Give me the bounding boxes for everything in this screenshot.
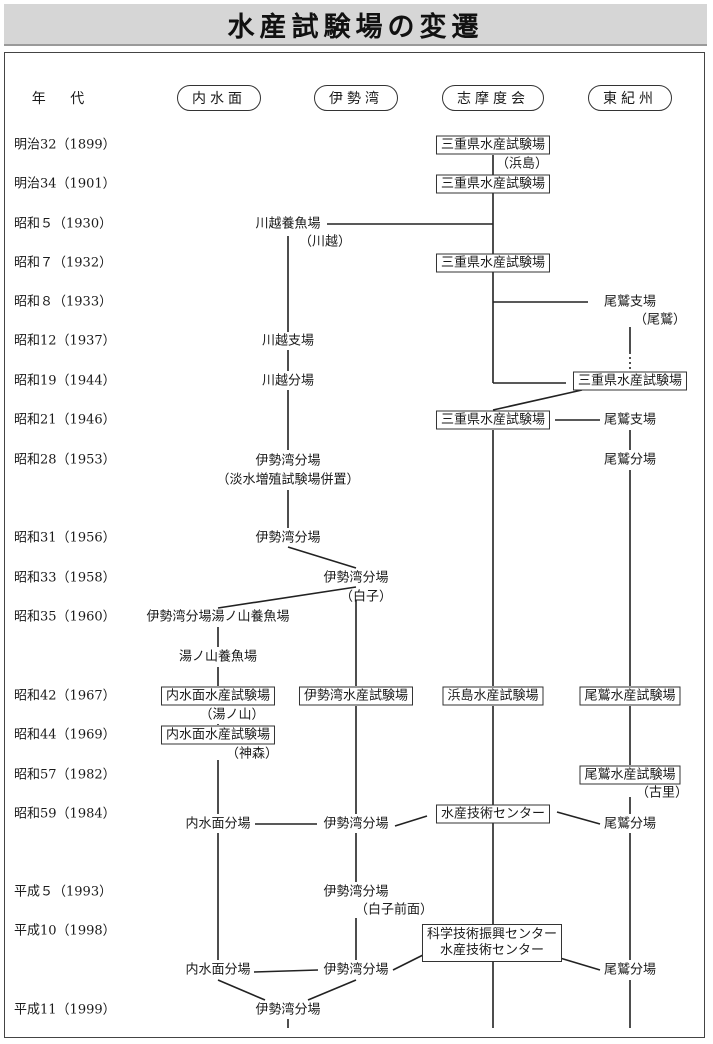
year-label: 明治34（1901） xyxy=(14,176,116,192)
node-ise-1958: 伊勢湾分場 xyxy=(323,570,389,586)
region-header-isewan: 伊勢湾 xyxy=(314,85,398,111)
node-center-1998-line1: 科学技術振興センター xyxy=(426,927,558,942)
node-yunoyama-1960: 伊勢湾分場湯ノ山養魚場 xyxy=(146,609,290,625)
year-label: 昭和19（1944） xyxy=(14,373,116,389)
node-ise-1993: 伊勢湾分場 xyxy=(323,884,389,900)
node-ise-1956: 伊勢湾分場 xyxy=(255,530,321,546)
node-location-note: （古里） xyxy=(635,785,689,801)
year-label: 昭和28（1953） xyxy=(14,452,116,468)
diagram-frame xyxy=(4,52,705,1038)
year-label: 昭和59（1984） xyxy=(14,806,116,822)
node-location-note: （尾鷲） xyxy=(633,312,687,328)
region-header-shima-watarai: 志摩度会 xyxy=(442,85,544,111)
node-ise-1984: 伊勢湾分場 xyxy=(323,816,389,832)
year-label: 昭和５（1930） xyxy=(14,216,113,232)
year-label: 昭和33（1958） xyxy=(14,570,116,586)
year-label: 平成５（1993） xyxy=(14,884,113,900)
line-owase-1944-to-shima-1946 xyxy=(492,389,583,411)
node-shima-1899: 三重県水産試験場 xyxy=(435,135,551,155)
node-owase-1933: 尾鷲支場 xyxy=(603,294,657,310)
node-shima-1932: 三重県水産試験場 xyxy=(435,253,551,273)
node-naisui-1984: 内水面分場 xyxy=(185,816,251,832)
node-center-1984: 水産技術センター xyxy=(435,804,551,824)
year-label: 平成10（1998） xyxy=(14,923,116,939)
node-shima-1901: 三重県水産試験場 xyxy=(435,174,551,194)
year-label: 昭和12（1937） xyxy=(14,333,116,349)
node-location-note: （白子） xyxy=(339,589,393,605)
node-owase-1998: 尾鷲分場 xyxy=(603,962,657,978)
node-kawagoe-1930: 川越養魚場 xyxy=(255,216,321,232)
node-naisui-1969: 内水面水産試験場 xyxy=(160,725,276,745)
year-label: 昭和７（1932） xyxy=(14,255,113,271)
line-ise-1958-split xyxy=(217,586,357,609)
node-location-note: （白子前面） xyxy=(354,902,434,918)
year-label: 昭和42（1967） xyxy=(14,688,116,704)
region-header-naisuimen: 内水面 xyxy=(177,85,261,111)
node-owase-1953: 尾鷲分場 xyxy=(603,452,657,468)
year-label: 昭和８（1933） xyxy=(14,294,113,310)
node-ise-1967: 伊勢湾水産試験場 xyxy=(298,686,414,706)
node-naisui-1998: 内水面分場 xyxy=(185,962,251,978)
node-center-1998-line2: 水産技術センター xyxy=(439,943,545,958)
year-label: 平成11（1999） xyxy=(14,1002,116,1018)
line-center-to-ise-1984 xyxy=(394,815,428,827)
line-ise-1998-to-1999 xyxy=(307,979,357,1001)
node-shima-1946: 三重県水産試験場 xyxy=(435,410,551,430)
page-title: 水産試験場の変遷 xyxy=(227,11,484,43)
node-owase-1944: 三重県水産試験場 xyxy=(572,371,688,391)
node-owase-1984: 尾鷲分場 xyxy=(603,816,657,832)
node-naisui-1967: 内水面水産試験場 xyxy=(160,686,276,706)
year-label: 昭和31（1956） xyxy=(14,530,116,546)
year-label: 昭和21（1946） xyxy=(14,412,116,428)
line-naisui-1998-to-1999 xyxy=(217,979,266,1001)
node-ise-1953: 伊勢湾分場 xyxy=(255,453,321,469)
node-kawagoe-1944: 川越分場 xyxy=(261,373,315,389)
line-ise-1956-to-1958 xyxy=(287,546,357,569)
year-label: 昭和35（1960） xyxy=(14,609,116,625)
line-center-to-owase-1998 xyxy=(559,957,601,971)
year-label: 昭和57（1982） xyxy=(14,767,116,783)
node-kawagoe-1937: 川越支場 xyxy=(261,333,315,349)
year-label: 明治32（1899） xyxy=(14,137,116,153)
year-label: 昭和44（1969） xyxy=(14,727,116,743)
node-owase-1982: 尾鷲水産試験場 xyxy=(579,765,681,785)
node-location-note: （湯ノ山） xyxy=(199,707,265,723)
line-center-to-ise-1998 xyxy=(392,954,424,971)
node-location-note: （川越） xyxy=(298,234,352,250)
node-location-note: （神森） xyxy=(225,746,279,762)
node-yunoyama-1964: 湯ノ山養魚場 xyxy=(178,649,258,665)
region-header-higashikishu: 東紀州 xyxy=(588,85,672,111)
line-center-to-owase-1984 xyxy=(556,811,601,825)
year-column-header: 年 代 xyxy=(31,91,95,107)
node-hamajima-1967: 浜島水産試験場 xyxy=(442,686,544,706)
node-ise-1953-note: （淡水増殖試験場併置） xyxy=(216,472,360,488)
node-location-note: （浜島） xyxy=(495,156,549,172)
node-ise-1998: 伊勢湾分場 xyxy=(323,962,389,978)
node-owase-1967: 尾鷲水産試験場 xyxy=(579,686,681,706)
line-naisui-to-ise-1998 xyxy=(253,969,319,973)
title-bar: 水産試験場の変遷 xyxy=(4,4,707,46)
node-owase-1946: 尾鷲支場 xyxy=(603,412,657,428)
node-center-1998: 科学技術振興センター 水産技術センター xyxy=(421,924,563,962)
node-ise-1999: 伊勢湾分場 xyxy=(255,1002,321,1018)
